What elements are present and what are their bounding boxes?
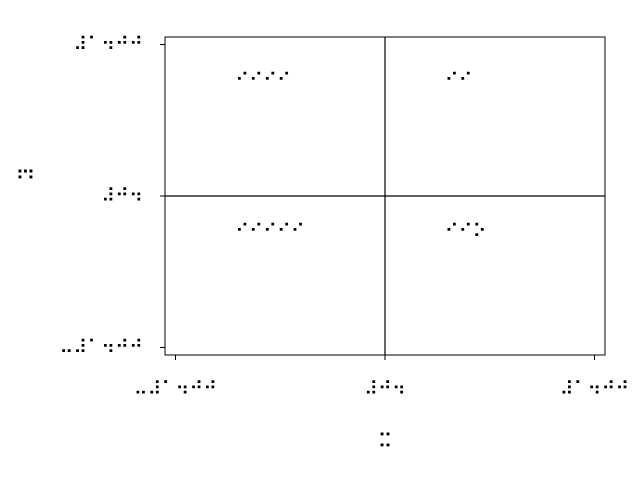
y-tick-label: ⠤⠼⠁⠲⠚⠚ xyxy=(60,336,144,358)
y-tick-label: ⠼⠁⠲⠚⠚ xyxy=(73,34,143,56)
chart-marks: ⠤⠼⠁⠲⠚⠚⠼⠚⠲⠼⠁⠲⠚⠚⠼⠁⠲⠚⠚⠼⠚⠲⠤⠼⠁⠲⠚⠚⠭⠽⠊⠊⠊⠊⠊⠊⠊⠊⠊⠊… xyxy=(15,34,629,453)
x-tick-label: ⠤⠼⠁⠲⠚⠚ xyxy=(134,378,218,400)
annotation-text: ⠊⠊⠊⠊⠊ xyxy=(235,221,305,243)
annotation-text: ⠊⠊⠊⠊ xyxy=(235,69,291,91)
y-axis-label: ⠽ xyxy=(15,167,39,182)
annotation-text: ⠊⠊⠕ xyxy=(445,221,487,243)
annotation-text: ⠊⠊ xyxy=(445,69,473,91)
x-tick-label: ⠼⠚⠲ xyxy=(364,378,406,400)
x-axis-label: ⠭ xyxy=(378,429,393,453)
y-tick-label: ⠼⠚⠲ xyxy=(101,185,143,207)
x-tick-label: ⠼⠁⠲⠚⠚ xyxy=(560,378,630,400)
